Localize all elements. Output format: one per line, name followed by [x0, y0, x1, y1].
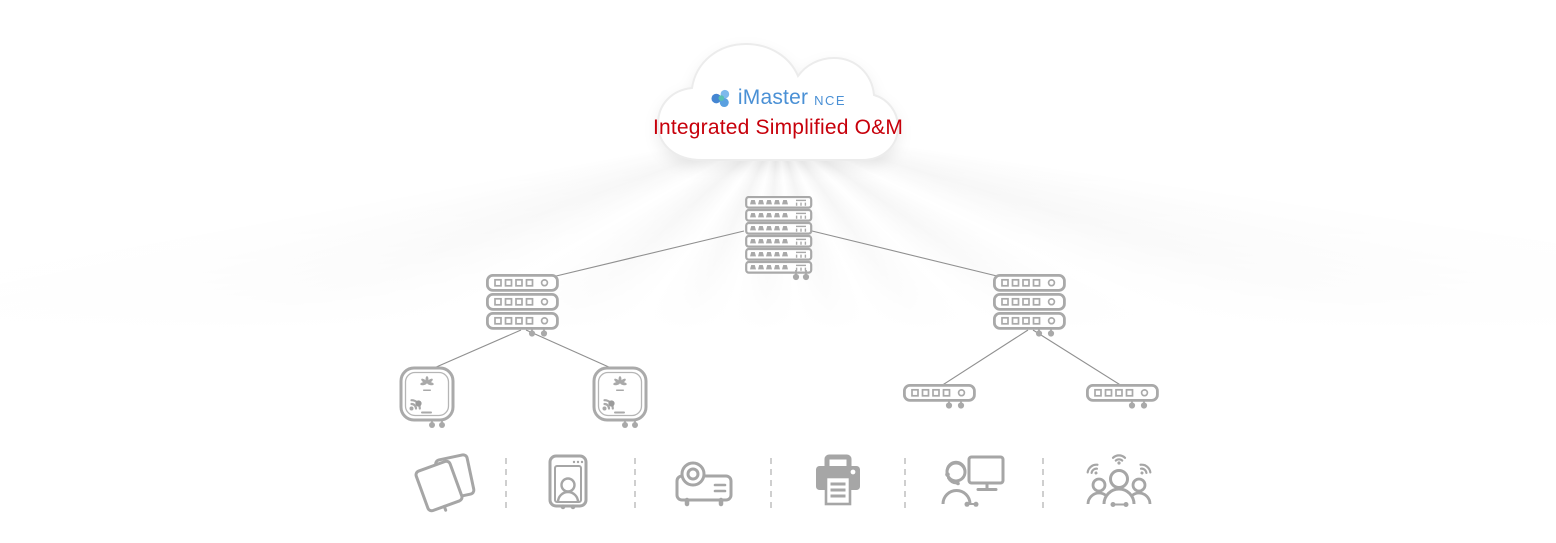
endpoint-divider [770, 458, 772, 508]
huawei-logo-icon [613, 376, 627, 391]
access-switch-1 [903, 384, 977, 412]
switch-stack-6u-icon [745, 196, 813, 281]
endpoint-wireless-users [1084, 452, 1154, 512]
switch-1u-icon [903, 384, 976, 409]
core-switch-stack [744, 196, 814, 282]
wifi-icon [602, 399, 615, 411]
face-terminal-icon [548, 454, 588, 510]
imaster-nce-brand: iMaster NCE [650, 86, 906, 110]
wifi-icon [1139, 463, 1152, 475]
wireless-users-icon [1086, 454, 1152, 507]
switch-stack-3u-icon [486, 274, 559, 337]
access-point-2 [592, 366, 652, 430]
endpoint-projector [671, 454, 739, 512]
left-aggregation-stack [486, 274, 560, 340]
huawei-logo-icon [420, 376, 434, 391]
endpoint-divider [634, 458, 636, 508]
endpoint-divider [1042, 458, 1044, 508]
endpoint-divider [904, 458, 906, 508]
wifi-icon [1086, 463, 1099, 475]
imaster-nce-cloud: iMaster NCE Integrated Simplified O&M [650, 34, 906, 174]
endpoint-divider [505, 458, 507, 508]
wireless-ap-icon [399, 366, 455, 428]
access-switch-2 [1086, 384, 1160, 412]
imaster-nce-logo-icon [711, 89, 730, 108]
endpoint-printer [806, 452, 870, 512]
wireless-ap-icon [592, 366, 648, 428]
support-agent-monitor-icon [941, 455, 1005, 507]
right-aggregation-stack [993, 274, 1067, 340]
endpoint-face-terminal [536, 452, 600, 512]
cloud-caption: Integrated Simplified O&M [652, 116, 904, 139]
brand-name: iMaster [737, 86, 809, 109]
endpoint-tablets [409, 452, 481, 514]
tablets-icon [414, 453, 476, 513]
cloud-shape [656, 42, 900, 161]
brand-suffix: NCE [814, 92, 847, 108]
endpoint-support-agent [939, 452, 1009, 512]
projector-icon [675, 461, 733, 507]
access-point-1 [399, 366, 459, 430]
switch-1u-icon [1086, 384, 1159, 409]
switch-stack-3u-icon [993, 274, 1066, 337]
printer-icon [816, 454, 860, 506]
wifi-icon [1111, 454, 1127, 465]
wifi-icon [409, 399, 422, 411]
